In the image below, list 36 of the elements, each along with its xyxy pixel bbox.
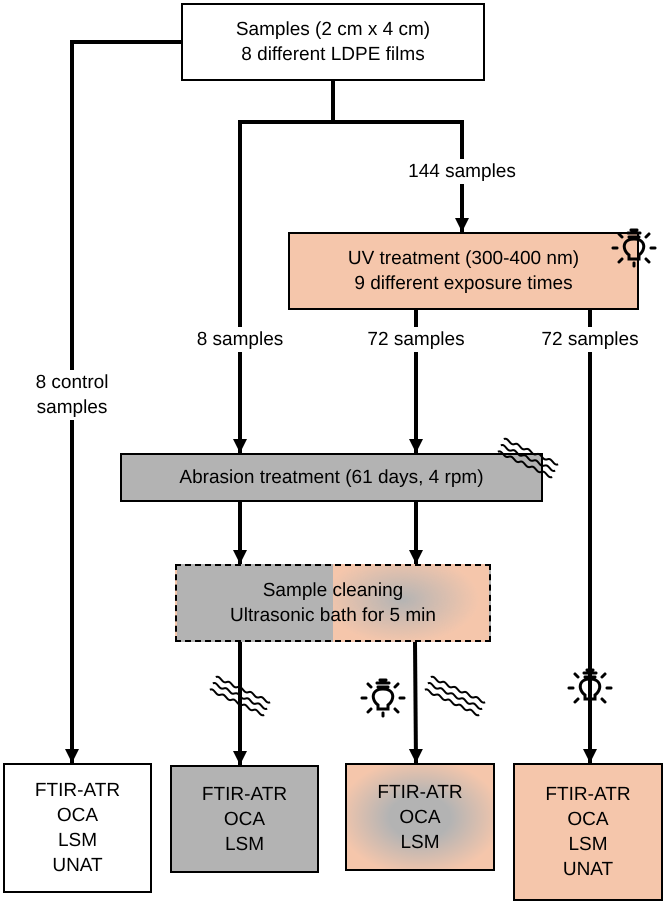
box-text: UV treatment (300-400 nm) — [348, 247, 580, 271]
box-text: 8 different LDPE films — [241, 43, 425, 67]
box-text: OCA — [399, 806, 441, 830]
box-text: OCA — [567, 808, 609, 832]
arrow — [408, 642, 423, 764]
box-text: LSM — [568, 833, 608, 857]
process-box — [120, 453, 543, 502]
process-box — [175, 564, 491, 642]
box-text: Sample cleaning — [262, 579, 404, 603]
box-text: LSM — [224, 832, 264, 856]
box-text: UNAT — [562, 858, 614, 882]
arrow — [409, 502, 423, 564]
result-box — [170, 765, 319, 873]
box-text: Ultrasonic bath for 5 min — [230, 604, 436, 628]
arrow — [583, 310, 597, 763]
arrow — [65, 40, 181, 763]
box-text: UNAT — [52, 854, 103, 878]
box-text: FTIR-ATR — [34, 779, 120, 803]
process-box — [181, 3, 485, 81]
box-text: OCA — [56, 804, 98, 828]
box-text: 9 different exposure times — [354, 272, 573, 296]
box-text: FTIR-ATR — [545, 783, 631, 807]
box-text: FTIR-ATR — [202, 782, 288, 806]
box-text: Abrasion treatment (61 days, 4 rpm) — [179, 466, 484, 490]
result-box — [513, 763, 663, 901]
box-text: LSM — [400, 830, 440, 854]
result-box — [3, 763, 152, 893]
arrow — [233, 502, 247, 564]
result-box — [345, 763, 495, 871]
process-box — [288, 232, 639, 310]
box-text: OCA — [224, 808, 266, 832]
box-text: LSM — [58, 829, 98, 853]
box-text: FTIR-ATR — [377, 780, 463, 804]
arrow — [233, 642, 247, 765]
box-text: Samples (2 cm x 4 cm) — [236, 18, 430, 42]
arrow — [331, 81, 469, 232]
